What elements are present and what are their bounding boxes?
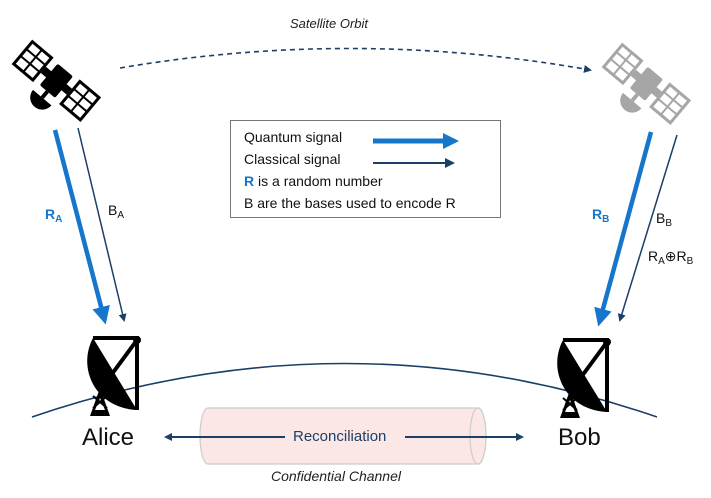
legend-b: B are the bases used to encode R xyxy=(244,195,456,211)
bob-label: Bob xyxy=(558,424,601,451)
legend-r: R is a random number xyxy=(244,173,383,189)
label-rb: RB xyxy=(592,206,610,225)
label-ba: BA xyxy=(108,202,125,221)
channel-caption: Confidential Channel xyxy=(271,468,401,484)
orbit-label: Satellite Orbit xyxy=(290,16,369,31)
quantum-beam-alice xyxy=(52,129,110,325)
legend: Quantum signal Classical signal R is a r… xyxy=(230,120,501,218)
satellite-icon xyxy=(0,39,102,136)
satellite-ghost-icon xyxy=(590,42,692,139)
legend-classical: Classical signal xyxy=(244,151,341,167)
quantum-beam-bob xyxy=(594,131,654,327)
label-ra: RA xyxy=(45,206,63,225)
label-bb: BB xyxy=(656,210,673,229)
classical-beam-alice xyxy=(77,127,127,322)
label-ra-xor-rb: RA⊕RB xyxy=(648,248,694,267)
legend-classical-arrow xyxy=(373,158,455,168)
reconciliation-label: Reconciliation xyxy=(293,428,387,445)
legend-quantum-arrow xyxy=(373,133,459,149)
alice-label: Alice xyxy=(82,424,135,451)
dish-antenna-icon xyxy=(555,336,613,420)
classical-beam-bob xyxy=(617,134,678,322)
legend-quantum: Quantum signal xyxy=(244,129,343,145)
dish-antenna-icon xyxy=(85,334,143,418)
confidential-channel-tube xyxy=(199,407,487,465)
orbit-arc xyxy=(119,47,592,73)
